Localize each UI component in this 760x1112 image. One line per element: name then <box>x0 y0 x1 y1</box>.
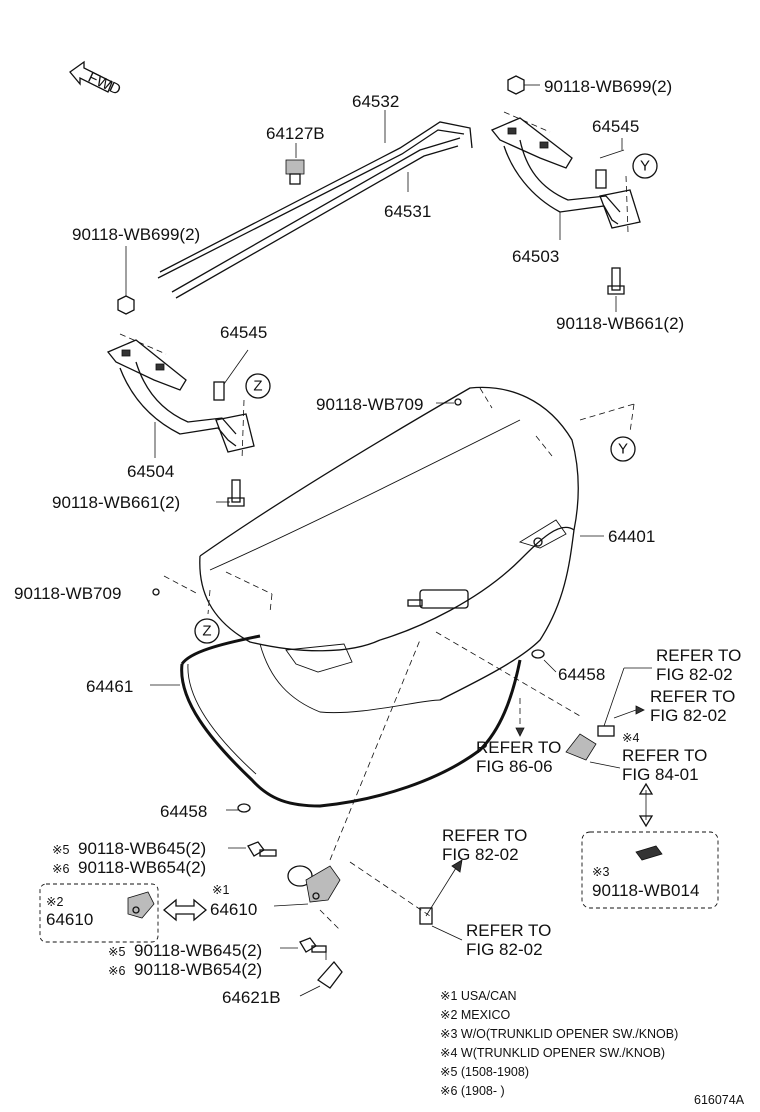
bolt-90118-wb661-right <box>607 267 625 312</box>
view-marker-z-top: Z <box>245 373 271 399</box>
label-64621b: 64621B <box>222 988 281 1007</box>
grommet-64458-bottom <box>226 803 251 813</box>
label-64610-left: 64610 <box>46 910 93 929</box>
clip-64127b <box>285 143 305 185</box>
hinge-64504 <box>106 333 255 461</box>
label-64503: 64503 <box>512 247 559 266</box>
label-64458-right: 64458 <box>558 665 605 684</box>
trunk-lid-64401 <box>163 386 635 714</box>
note-1: ※1 USA/CAN <box>440 989 516 1003</box>
label-64458-bottom: 64458 <box>160 802 207 821</box>
ref-82-02-c-line1: REFER TO <box>442 826 527 845</box>
svg-text:Z: Z <box>253 378 262 395</box>
note-5: ※5 (1508-1908) <box>440 1065 529 1079</box>
label-bolt-wb645-bot: 90118-WB645(2) <box>134 941 262 960</box>
ref-82-02-b-line2: FIG 82-02 <box>650 706 727 725</box>
label-bolt-wb699-left: 90118-WB699(2) <box>72 225 200 244</box>
label-64461: 64461 <box>86 677 133 696</box>
notes-legend: ※1 USA/CAN ※2 MEXICO ※3 W/O(TRUNKLID OPE… <box>440 989 678 1098</box>
label-64610-right: 64610 <box>210 900 257 919</box>
mark-2: ※2 <box>46 895 63 909</box>
ref-82-02-d-line2: FIG 82-02 <box>466 940 543 959</box>
diagram-code: 616074A <box>694 1093 745 1107</box>
label-bolt-wb654-bot: 90118-WB654(2) <box>134 960 262 979</box>
label-bolt-wb661-right: 90118-WB661(2) <box>556 314 684 333</box>
view-marker-y-mid: Y <box>610 436 636 462</box>
ref-82-02-b-line1: REFER TO <box>650 687 735 706</box>
bolt-90118-wb709-left <box>152 588 160 596</box>
label-bolt-wb709-left: 90118-WB709 <box>14 584 121 603</box>
bolt-90118-wb661-left <box>216 479 245 507</box>
label-64532: 64532 <box>352 92 399 111</box>
lock-64610-left <box>39 883 159 943</box>
grommet-64458-right <box>531 649 557 673</box>
label-bolt-wb709-top: 90118-WB709 <box>316 395 423 414</box>
label-bolt-wb654-top: 90118-WB654(2) <box>78 858 206 877</box>
mark-1: ※1 <box>212 883 229 897</box>
ref-84-01-line2: FIG 84-01 <box>622 765 699 784</box>
ref-84-01-line1: REFER TO <box>622 746 707 765</box>
svg-text:Z: Z <box>202 623 211 640</box>
ref-82-02-a-line1: REFER TO <box>656 646 741 665</box>
label-bolt-wb661-left: 90118-WB661(2) <box>52 493 180 512</box>
bolt-90118-wb709-top <box>436 398 462 406</box>
mark-5-top: ※5 <box>52 843 69 857</box>
nut-90118-wb699-top <box>507 75 540 95</box>
label-64127b: 64127B <box>266 124 325 143</box>
view-marker-y-top: Y <box>632 153 658 179</box>
mark-6-top: ※6 <box>52 862 69 876</box>
note-4: ※4 W(TRUNKLID OPENER SW./KNOB) <box>440 1046 665 1060</box>
opener-switch <box>435 631 652 769</box>
bolt-90118-wb645-bot <box>280 937 327 953</box>
hinge-64503 <box>490 111 641 240</box>
fwd-label: FWD <box>85 69 123 99</box>
view-marker-z-mid: Z <box>194 618 220 644</box>
svg-text:Y: Y <box>640 158 650 175</box>
ref-82-02-c-line2: FIG 82-02 <box>442 845 519 864</box>
mark-3: ※3 <box>592 865 609 879</box>
mark-5-bot: ※5 <box>108 945 125 959</box>
ref-82-02-a-line2: FIG 82-02 <box>656 665 733 684</box>
label-64531: 64531 <box>384 202 431 221</box>
lock-64610-right <box>273 639 431 931</box>
double-arrow-icon <box>162 898 208 922</box>
label-bolt-wb645-top: 90118-WB645(2) <box>78 839 206 858</box>
mark-6-bot: ※6 <box>108 964 125 978</box>
torsion-bar-64532 <box>157 110 473 299</box>
bolt-90118-wb645-top <box>228 841 277 857</box>
note-6: ※6 (1908- ) <box>440 1084 505 1098</box>
note-3: ※3 W/O(TRUNKLID OPENER SW./KNOB) <box>440 1027 678 1041</box>
mark-4: ※4 <box>622 731 639 745</box>
label-bolt-wb699-top: 90118-WB699(2) <box>544 77 672 96</box>
ref-86-06-line2: FIG 86-06 <box>476 757 553 776</box>
bracket-64621b <box>299 952 343 997</box>
ref-86-06-line1: REFER TO <box>476 738 561 757</box>
switch-box-wb014 <box>581 782 719 909</box>
label-64545-right: 64545 <box>592 117 639 136</box>
label-64545-left: 64545 <box>220 323 267 342</box>
ref-82-02-d-line1: REFER TO <box>466 921 551 940</box>
label-64401: 64401 <box>608 527 655 546</box>
release-cable <box>419 859 463 941</box>
label-bolt-wb014: 90118-WB014 <box>592 881 699 900</box>
fwd-arrow-icon: FWD <box>69 60 124 99</box>
note-2: ※2 MEXICO <box>440 1008 510 1022</box>
weatherstrip-64461 <box>150 634 522 808</box>
nut-90118-wb699-left <box>117 246 135 315</box>
label-64504: 64504 <box>127 462 174 481</box>
svg-text:Y: Y <box>618 441 628 458</box>
